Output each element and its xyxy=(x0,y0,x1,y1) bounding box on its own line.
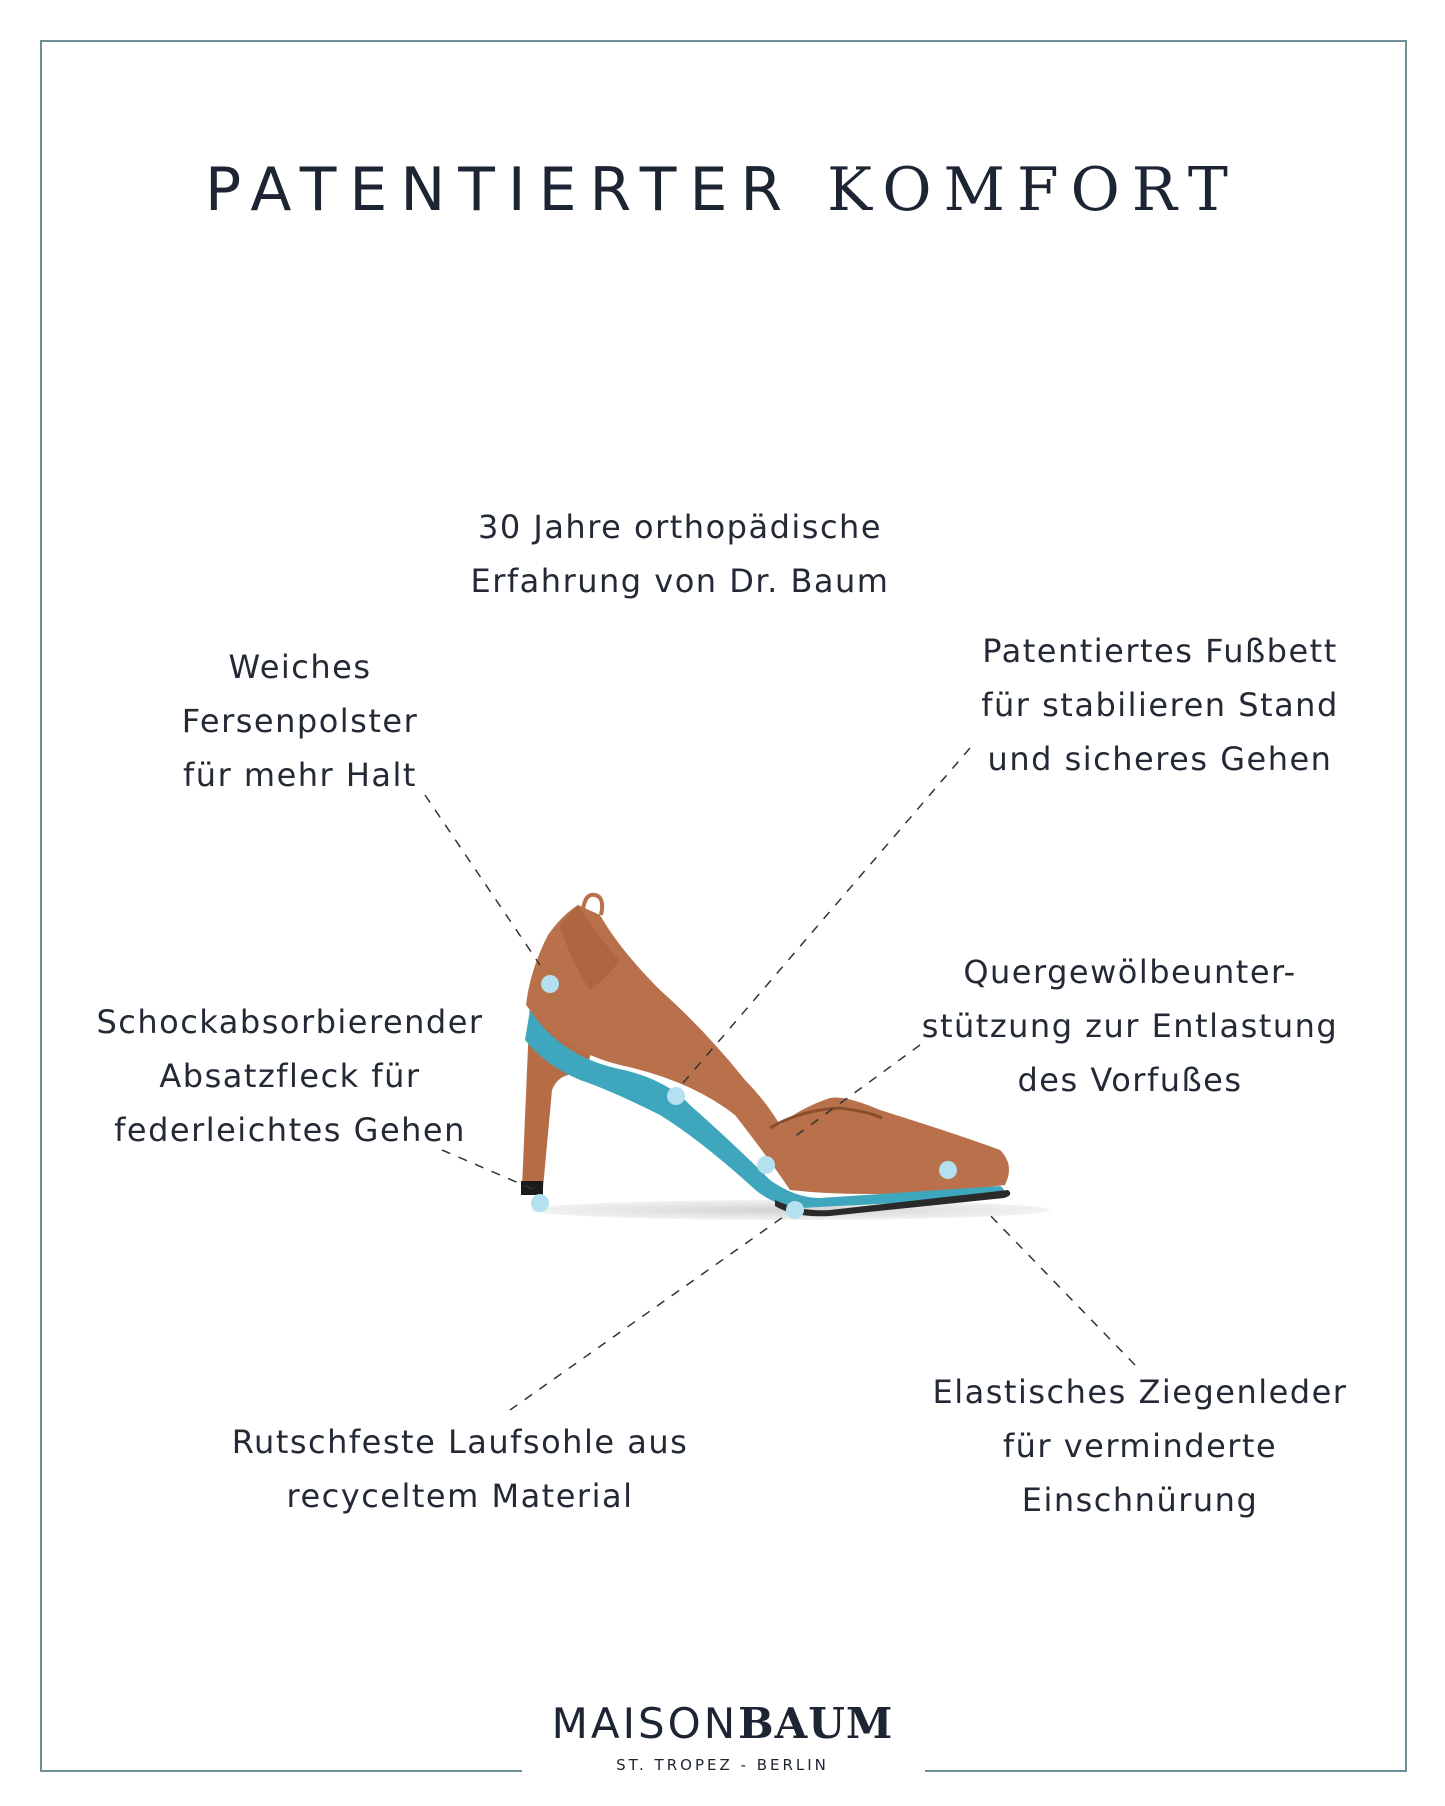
marker-dots xyxy=(531,975,957,1219)
annotation-arch-support: Quergewölbeunter- stützung zur Entlastun… xyxy=(910,945,1350,1107)
marker-dot-leather xyxy=(939,1161,957,1179)
callout-line-arch-support xyxy=(789,1044,921,1141)
marker-dot-outsole xyxy=(786,1201,804,1219)
annotation-line: Fersenpolster xyxy=(181,702,419,740)
marker-dot-heel-pad xyxy=(541,975,559,993)
callout-line-footbed xyxy=(676,747,971,1091)
shoe-upper xyxy=(526,905,1009,1194)
logo-tagline: ST. TROPEZ - BERLIN xyxy=(616,1756,829,1774)
marker-dot-heel-tip xyxy=(531,1194,549,1212)
annotation-line: Absatzfleck für xyxy=(159,1057,421,1095)
annotation-line: recyceltem Material xyxy=(286,1477,634,1515)
callout-line-outsole xyxy=(509,1209,794,1411)
frame-bottom-left xyxy=(40,1770,522,1772)
annotation-experience: 30 Jahre orthopädische Erfahrung von Dr.… xyxy=(430,500,930,608)
title-word-1: PATENTIERTER xyxy=(205,155,796,225)
callout-line-heel-pad xyxy=(424,794,541,966)
annotation-leather: Elastisches Ziegenleder für verminderte … xyxy=(920,1365,1360,1527)
annotation-line: Rutschfeste Laufsohle aus xyxy=(231,1423,689,1461)
annotation-footbed: Patentiertes Fußbett für stabilieren Sta… xyxy=(950,624,1370,786)
logo-wordmark: MAISONBAUM xyxy=(0,1700,1445,1748)
annotation-line: federleichtes Gehen xyxy=(114,1111,466,1149)
annotation-line: Einschnürung xyxy=(1021,1481,1259,1519)
annotation-line: für mehr Halt xyxy=(183,756,417,794)
annotation-line: stützung zur Entlastung xyxy=(921,1007,1339,1045)
shoe-heel-counter-shade xyxy=(560,905,620,990)
annotation-line: des Vorfußes xyxy=(1017,1061,1243,1099)
marker-dot-arch-support xyxy=(757,1156,775,1174)
marker-dot-footbed xyxy=(667,1087,685,1105)
shoe-pull-loop xyxy=(581,892,605,916)
annotation-line: Patentiertes Fußbett xyxy=(982,632,1338,670)
annotation-outsole: Rutschfeste Laufsohle aus recyceltem Mat… xyxy=(220,1415,700,1523)
annotation-line: Weiches xyxy=(228,648,372,686)
frame-bottom-right xyxy=(925,1770,1407,1772)
annotation-line: für verminderte xyxy=(1002,1427,1278,1465)
callout-lines xyxy=(424,747,1136,1411)
brand-logo: MAISONBAUM ST. TROPEZ - BERLIN xyxy=(0,1700,1445,1775)
annotation-line: Erfahrung von Dr. Baum xyxy=(470,562,890,600)
logo-part-1: MAISON xyxy=(551,1699,739,1748)
annotation-line: Elastisches Ziegenleder xyxy=(932,1373,1348,1411)
frame-left xyxy=(40,40,42,1772)
annotation-line: Schockabsorbierender xyxy=(96,1003,484,1041)
annotation-line: und sicheres Gehen xyxy=(987,740,1333,778)
annotation-line: 30 Jahre orthopädische xyxy=(477,508,883,546)
shoe-sole xyxy=(775,1190,1011,1217)
annotation-line: Quergewölbeunter- xyxy=(963,953,1297,991)
frame-right xyxy=(1405,40,1407,1772)
callout-line-leather xyxy=(984,1209,1136,1366)
title-word-2: KOMFORT xyxy=(827,155,1240,225)
annotation-heel-pad: Weiches Fersenpolster für mehr Halt xyxy=(150,640,450,802)
annotation-line: für stabilieren Stand xyxy=(981,686,1339,724)
shoe-topline xyxy=(769,1106,883,1130)
annotation-heel-tip: Schockabsorbierender Absatzfleck für fed… xyxy=(80,995,500,1157)
page-title: PATENTIERTER KOMFORT xyxy=(0,155,1445,225)
frame-top xyxy=(40,40,1407,42)
logo-part-2: BAUM xyxy=(738,1699,894,1748)
